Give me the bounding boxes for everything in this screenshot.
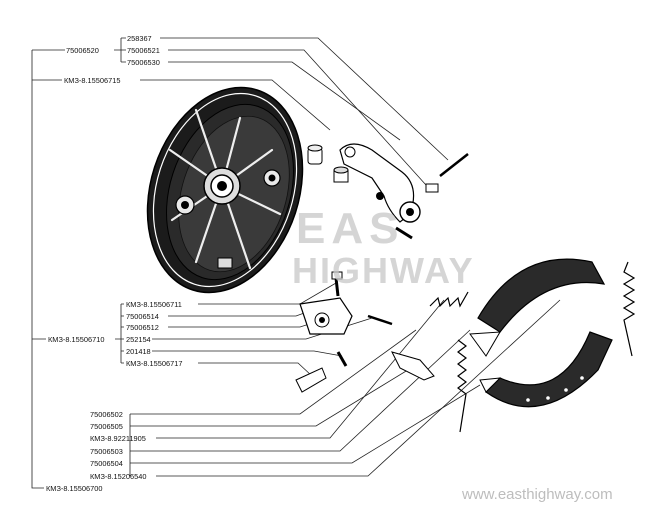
label-backplate: КМЗ-8.15506715 <box>64 76 120 85</box>
label-bottom-3: КМЗ-8.92211905 <box>90 434 146 443</box>
adjuster-nut <box>333 166 349 183</box>
brake-shoe-lower <box>479 331 613 408</box>
return-spring-left <box>457 339 467 433</box>
label-mid-2: 75006514 <box>126 312 159 321</box>
label-top-3: 75006530 <box>127 58 160 67</box>
brake-backing-plate <box>146 86 304 294</box>
pin <box>439 153 469 177</box>
watermark-line2: HIGHWAY <box>292 250 475 291</box>
label-mid-6: КМЗ-8.15506717 <box>126 359 182 368</box>
part-labels: 258367 75006521 75006530 75006520 КМЗ-8.… <box>46 34 182 493</box>
label-root: КМЗ-8.15506700 <box>46 484 102 493</box>
label-top-parent: 75006520 <box>66 46 99 55</box>
adjuster-cam <box>391 351 435 381</box>
label-top-1: 258367 <box>127 34 152 43</box>
lever-arm <box>339 143 421 223</box>
watermark-site: www.easthighway.com <box>462 486 613 503</box>
small-clip <box>425 183 439 193</box>
label-mid-3: 75006512 <box>126 323 159 332</box>
label-bottom-4: 75006503 <box>90 447 123 456</box>
long-screw <box>367 314 393 326</box>
label-bottom-5: 75006504 <box>90 459 123 468</box>
return-spring-upper <box>429 291 469 308</box>
label-bottom-6: КМЗ-8.15206540 <box>90 472 146 481</box>
bracket-plate <box>295 367 327 393</box>
label-bottom-2: 75006505 <box>90 422 123 431</box>
return-spring-right <box>622 261 636 357</box>
label-mid-parent: КМЗ-8.15506710 <box>48 335 104 344</box>
label-mid-4: 252154 <box>126 335 151 344</box>
watermark-line1: EAS <box>296 204 405 253</box>
wheel-cylinder <box>299 297 353 335</box>
label-mid-5: 201418 <box>126 347 151 356</box>
label-mid-1: КМЗ-8.15506711 <box>126 300 182 309</box>
bolt <box>331 271 343 297</box>
label-bottom-1: 75006502 <box>90 410 123 419</box>
screw <box>395 226 413 240</box>
bleeder <box>336 351 348 367</box>
bushing <box>307 144 323 165</box>
label-top-2: 75006521 <box>127 46 160 55</box>
brake-shoe-upper <box>469 258 606 357</box>
